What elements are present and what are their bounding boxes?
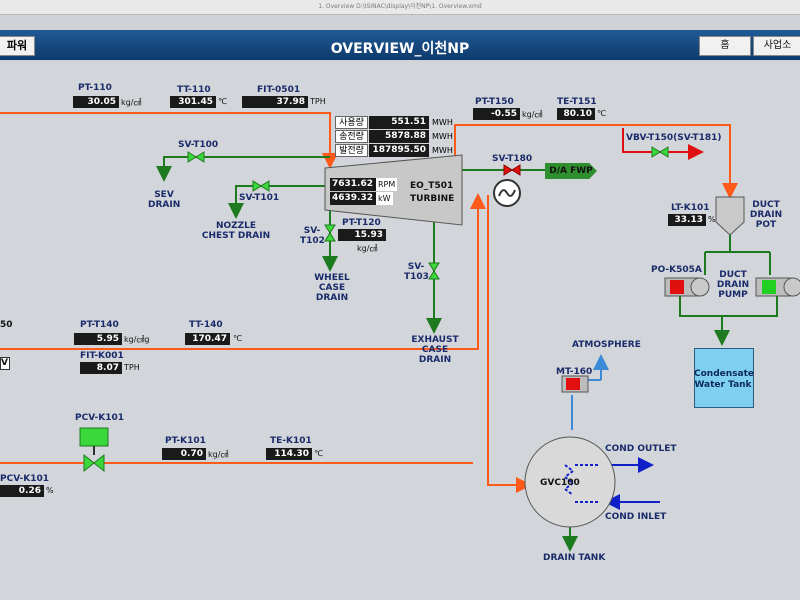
tet151-unit: ℃ [597, 109, 606, 118]
ptk101-value: 0.70 [162, 448, 206, 460]
pcvk101v-label: PCV-K101 [0, 474, 50, 484]
pt110-label: PT-110 [78, 83, 112, 93]
pcvk101-label: PCV-K101 [75, 413, 125, 423]
exhaust-steam-line [454, 124, 738, 199]
gvc100-vessel [524, 436, 616, 528]
fitk001-label: FIT-K001 [80, 351, 124, 361]
window-caption: 1. Overview D:\ISINAC\display\이천NP\1. Ov… [0, 0, 800, 15]
turbine-rpm-value: 7631.62 [330, 178, 376, 191]
ltk101-label: LT-K101 [671, 203, 710, 213]
header-bar [0, 30, 800, 60]
mt160-motor-icon [561, 375, 589, 393]
fit0501-unit: TPH [310, 97, 326, 106]
turbine-rpm-unit: RPM [376, 178, 398, 191]
ltk101-unit: % [708, 215, 716, 224]
svt101-label: SV-T101 [239, 193, 280, 203]
svt103-label: SV- T103 [404, 262, 429, 282]
power-row-value: 551.51 [369, 116, 429, 129]
atmosphere-label: ATMOSPHERE [572, 340, 641, 350]
cond-inlet-label: COND INLET [605, 512, 667, 522]
power-row-unit: MWH [432, 146, 453, 155]
condensate-tank-label: Condensate Water Tank [694, 369, 754, 390]
left-fragment-box: V [0, 357, 10, 370]
condensate-tank [694, 348, 754, 408]
ptt150-value: -0.55 [473, 108, 520, 120]
fitk001-value: 8.07 [80, 362, 122, 374]
tt110-value: 301.45 [170, 96, 216, 108]
pcvk101v-unit: % [46, 486, 54, 495]
pok505a-label: PO-K505A [651, 265, 702, 275]
vbvt150-label: VBV-T150(SV-T181) [626, 133, 722, 143]
power-row-value: 187895.50 [369, 144, 429, 157]
tt140-value: 170.47 [185, 333, 230, 345]
ptt120-unit: kg/㎠ [357, 244, 378, 253]
tt110-unit: ℃ [218, 97, 227, 106]
duct-drain-pump-label: DUCT DRAIN PUMP [716, 270, 750, 300]
nozzle-drain-label: NOZZLE CHEST DRAIN [201, 221, 271, 241]
power-row-unit: MWH [432, 132, 453, 141]
gvc-steam-line [487, 195, 532, 493]
pump-left-icon [664, 277, 710, 297]
ptt120-label: PT-T120 [342, 218, 381, 228]
duct-drain-pot-label: DUCT DRAIN POT [749, 200, 783, 230]
ptt140-unit: kg/㎠g [124, 335, 150, 344]
turbine-kw-value: 4639.32 [330, 192, 376, 205]
ptt150-label: PT-T150 [475, 97, 514, 107]
tet151-label: TE-T151 [557, 97, 597, 107]
dafwp-block: D/A FWP [545, 163, 597, 179]
vbv-line [622, 128, 704, 160]
pump-right-icon [755, 277, 800, 297]
fit0501-label: FIT-0501 [257, 85, 301, 95]
left-fragment-label: 50 [0, 320, 13, 330]
turbine-name: EO_T501 [410, 181, 454, 191]
fit0501-value: 37.98 [242, 96, 308, 108]
turbine-kw-unit: kW [376, 192, 393, 205]
home-button[interactable]: 홈 [699, 36, 751, 56]
ltk101-value: 33.13 [668, 214, 706, 226]
power-button[interactable]: 파워 [0, 36, 35, 56]
duct-drain-pot [715, 196, 745, 236]
tek101-unit: ℃ [314, 449, 323, 458]
extraction-line [0, 193, 486, 350]
svt100-label: SV-T100 [178, 140, 219, 150]
turbine-sub: TURBINE [410, 194, 455, 204]
tek101-value: 114.30 [266, 448, 312, 460]
ptk101-label: PT-K101 [165, 436, 206, 446]
power-row-label: 발전량 [335, 144, 368, 157]
svt102-label: SV- T102 [300, 226, 325, 246]
ptt140-label: PT-T140 [80, 320, 119, 330]
ptt150-unit: kg/㎠ [522, 110, 543, 119]
pt110-unit: kg/㎠ [121, 98, 142, 107]
ptt120-value: 15.93 [338, 229, 386, 241]
main-steam-line [0, 112, 338, 169]
power-row-value: 5878.88 [369, 130, 429, 143]
tet151-value: 80.10 [557, 108, 595, 120]
svt180-label: SV-T180 [492, 154, 533, 164]
ptk101-unit: kg/㎠ [208, 450, 229, 459]
power-row-label: 송전량 [335, 130, 368, 143]
site-button[interactable]: 사업소 [753, 36, 800, 56]
mt160-label: MT-160 [556, 367, 593, 377]
gvc100-label: GVC100 [540, 478, 580, 488]
tek101-label: TE-K101 [270, 436, 312, 446]
fitk001-unit: TPH [124, 363, 140, 372]
power-row-unit: MWH [432, 118, 453, 127]
pcv-k101-valve-icon [79, 427, 109, 473]
tt110-label: TT-110 [177, 85, 211, 95]
wheel-drain-label: WHEEL CASE DRAIN [314, 273, 350, 303]
cond-outlet-label: COND OUTLET [605, 444, 677, 454]
pt110-value: 30.05 [73, 96, 119, 108]
drain-tank-label: DRAIN TANK [543, 553, 606, 563]
ptt140-value: 5.95 [74, 333, 122, 345]
tt140-label: TT-140 [189, 320, 223, 330]
page-title: OVERVIEW_이천NP [330, 41, 470, 57]
sev-drain-label: SEV DRAIN [148, 190, 181, 210]
power-row-label: 사용량 [335, 116, 368, 129]
tt140-unit: ℃ [233, 334, 242, 343]
exhaust-drain-label: EXHAUST CASE DRAIN [411, 335, 459, 365]
pcvk101v-value: 0.26 [0, 485, 44, 497]
